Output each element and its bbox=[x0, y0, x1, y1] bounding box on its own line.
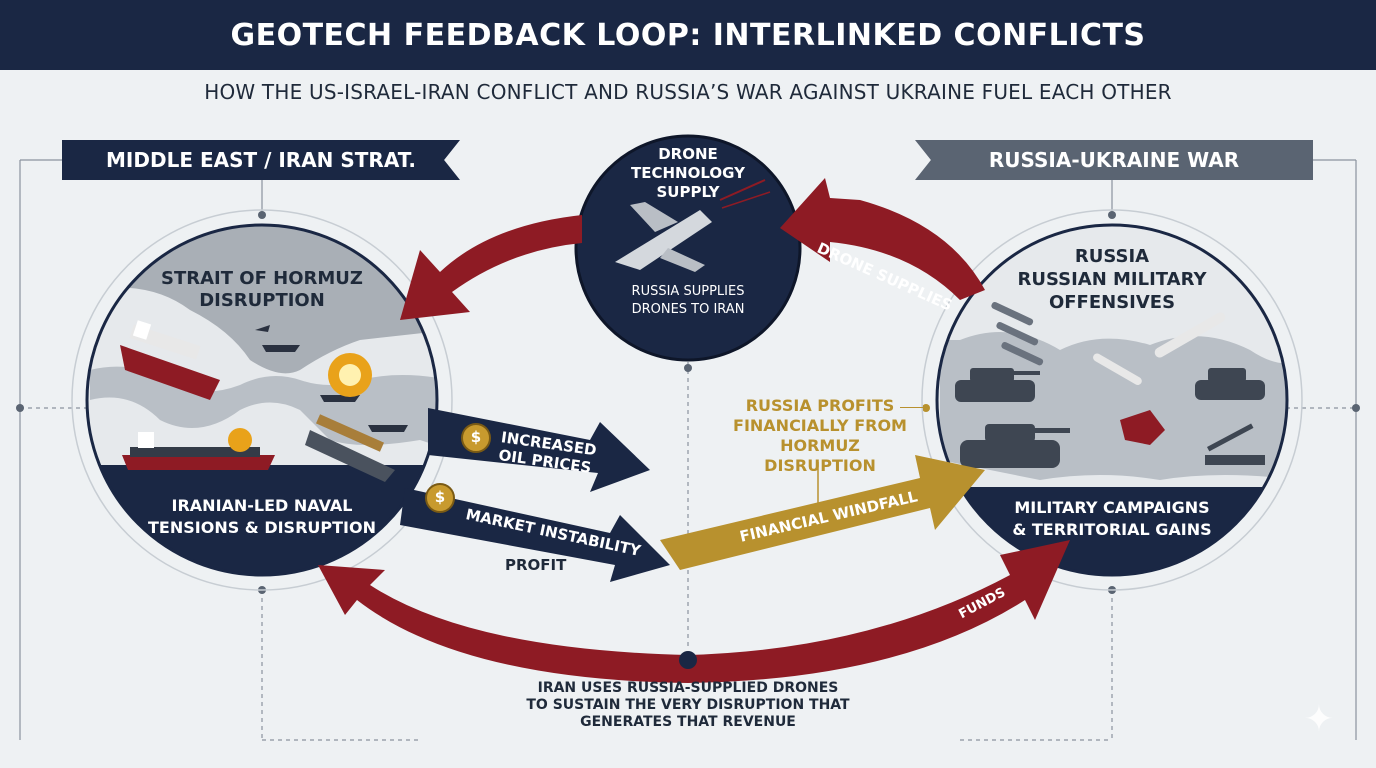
right-circle bbox=[937, 225, 1287, 575]
profit-label: PROFIT bbox=[505, 556, 567, 574]
tanker-ship-3 bbox=[305, 414, 395, 482]
tank-2 bbox=[960, 424, 1070, 468]
artillery bbox=[1205, 423, 1265, 465]
center-caption: RUSSIA SUPPLIES DRONES TO IRAN bbox=[598, 283, 778, 319]
right-caption-line1: MILITARY CAMPAIGNS bbox=[1014, 498, 1210, 517]
center-circle bbox=[574, 134, 802, 362]
callout-line3: HORMUZ DISRUPTION bbox=[764, 436, 876, 475]
market-instability-arrow bbox=[400, 488, 670, 582]
tanker-ship-1 bbox=[120, 320, 220, 400]
left-outer-ring bbox=[71, 209, 453, 591]
right-caption-line2: & TERRITORIAL GAINS bbox=[1012, 520, 1212, 539]
drone-to-iran-arrow bbox=[400, 215, 582, 320]
sparkle-watermark-icon: ✦ bbox=[1303, 699, 1334, 740]
territory-marker bbox=[1120, 410, 1165, 445]
left-caption-line1: IRANIAN-LED NAVAL bbox=[171, 496, 353, 515]
tank-3 bbox=[1195, 368, 1265, 400]
dollar-coin-2 bbox=[425, 483, 455, 513]
middle-east-banner: MIDDLE EAST / IRAN STRAT. bbox=[62, 140, 460, 180]
title-bar: GEOTECH FEEDBACK LOOP: INTERLINKED CONFL… bbox=[0, 0, 1376, 70]
right-heading-line3: OFFENSIVES bbox=[1048, 292, 1176, 313]
tanker-ship-2 bbox=[122, 432, 275, 470]
callout-line1: RUSSIA PROFITS bbox=[745, 396, 895, 415]
bottom-note-line2: TO SUSTAIN THE VERY DISRUPTION THAT bbox=[526, 697, 850, 713]
center-heading-line1: DRONE bbox=[658, 145, 718, 163]
connector-lines bbox=[19, 159, 1357, 741]
center-heading-line2: TECHNOLOGY bbox=[631, 164, 745, 182]
center-heading: DRONE TECHNOLOGY SUPPLY bbox=[598, 145, 778, 202]
right-heading-line2: RUSSIAN MILITARY bbox=[1017, 269, 1207, 290]
center-caption-line2: DRONES TO IRAN bbox=[631, 302, 745, 317]
left-heading-line2: DISRUPTION bbox=[199, 290, 325, 311]
russia-profits-callout: RUSSIA PROFITS FINANCIALLY FROM HORMUZ D… bbox=[730, 396, 910, 476]
page-title: GEOTECH FEEDBACK LOOP: INTERLINKED CONFL… bbox=[230, 17, 1146, 53]
tank-1 bbox=[955, 368, 1040, 402]
left-heading: STRAIT OF HORMUZ DISRUPTION bbox=[132, 268, 392, 312]
center-caption-line1: RUSSIA SUPPLIES bbox=[631, 284, 745, 299]
missiles bbox=[991, 301, 1226, 385]
left-caption-line2: TENSIONS & DISRUPTION bbox=[148, 518, 376, 537]
drone-supplies-arrow bbox=[780, 178, 985, 300]
center-heading-line3: SUPPLY bbox=[656, 183, 720, 201]
bottom-note-line3: GENERATES THAT REVENUE bbox=[580, 714, 796, 730]
dollar-coin-1 bbox=[461, 423, 491, 453]
left-heading-line1: STRAIT OF HORMUZ bbox=[161, 268, 363, 289]
callout-leader-line bbox=[900, 407, 924, 408]
loop-junction-dot bbox=[679, 651, 697, 669]
russia-ukraine-banner: RUSSIA-UKRAINE WAR bbox=[915, 140, 1313, 180]
right-heading-line1: RUSSIA bbox=[1074, 246, 1150, 267]
funds-arrow bbox=[318, 540, 1070, 683]
bottom-note: IRAN USES RUSSIA-SUPPLIED DRONES TO SUST… bbox=[488, 680, 888, 731]
aircraft-1 bbox=[255, 325, 270, 332]
explosion-2 bbox=[228, 428, 252, 452]
financial-windfall-arrow bbox=[660, 455, 985, 570]
callout-line2: FINANCIALLY FROM bbox=[733, 416, 907, 435]
dollar-icon: $ bbox=[470, 428, 482, 446]
left-caption: IRANIAN-LED NAVAL TENSIONS & DISRUPTION bbox=[122, 495, 402, 539]
right-heading: RUSSIA RUSSIAN MILITARY OFFENSIVES bbox=[992, 245, 1232, 314]
right-outer-ring bbox=[921, 209, 1303, 591]
patrol-boat bbox=[262, 345, 300, 352]
right-caption: MILITARY CAMPAIGNS & TERRITORIAL GAINS bbox=[982, 497, 1242, 541]
bottom-note-line1: IRAN USES RUSSIA-SUPPLIED DRONES bbox=[537, 680, 839, 696]
drone-icon bbox=[615, 179, 771, 272]
connector-dots bbox=[16, 211, 1360, 594]
page-subtitle: HOW THE US-ISRAEL-IRAN CONFLICT AND RUSS… bbox=[204, 80, 1172, 104]
dollar-icon: $ bbox=[434, 488, 446, 506]
